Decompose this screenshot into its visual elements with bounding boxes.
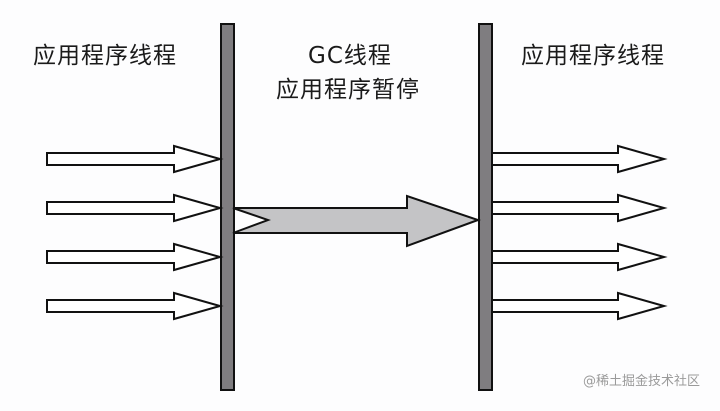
incoming-thread-arrows (46, 144, 224, 321)
outgoing-thread-arrow (491, 144, 668, 174)
incoming-thread-arrow (46, 144, 224, 174)
gc-thread-label: GC线程 (308, 43, 392, 69)
incoming-thread-arrow (46, 193, 224, 223)
left-thread-label: 应用程序线程 (33, 43, 177, 69)
watermark: @稀土掘金技术社区 (582, 374, 700, 389)
gc-thread-arrow (232, 194, 482, 248)
right-barrier (478, 23, 493, 391)
outgoing-thread-arrows (491, 144, 668, 321)
outgoing-thread-arrow (491, 291, 668, 321)
outgoing-thread-arrow (491, 193, 668, 223)
incoming-thread-arrow (46, 291, 224, 321)
app-paused-label: 应用程序暂停 (276, 77, 420, 103)
incoming-thread-arrow (46, 242, 224, 272)
left-barrier (220, 23, 235, 391)
right-thread-label: 应用程序线程 (521, 43, 665, 69)
outgoing-thread-arrow (491, 242, 668, 272)
